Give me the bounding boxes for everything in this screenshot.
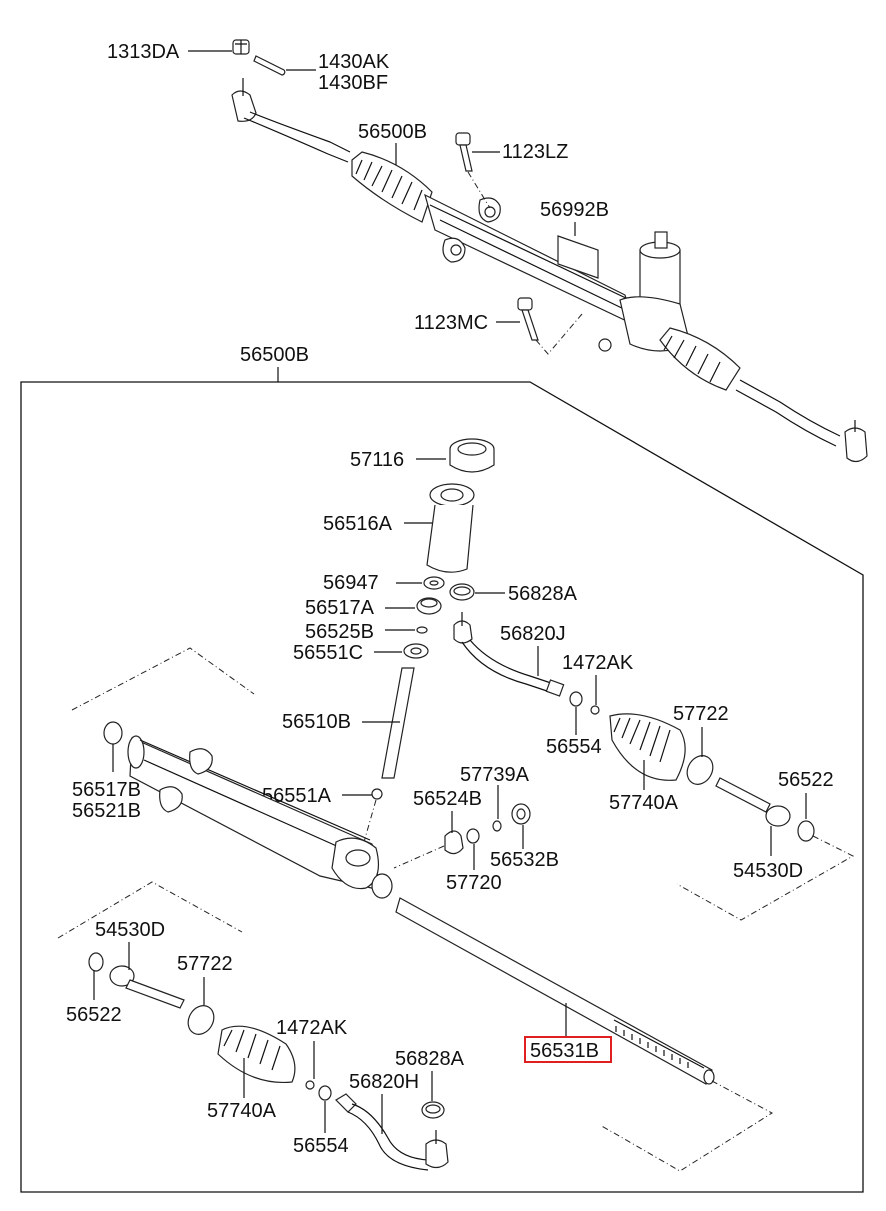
label-56551A: 56551A: [262, 785, 332, 807]
boot-left-top[interactable]: [351, 151, 433, 223]
label-57722-right: 57722: [673, 703, 729, 725]
label-56828A-left: 56828A: [395, 1048, 465, 1070]
label-56500B-frame: 56500B: [240, 344, 309, 366]
part-57116[interactable]: [449, 438, 495, 473]
part-56522-left[interactable]: [88, 952, 104, 972]
part-56554-right[interactable]: [569, 691, 583, 707]
part-56551C[interactable]: [403, 643, 429, 659]
bolt-1123MC[interactable]: [517, 297, 583, 355]
label-56517B: 56517B: [72, 779, 141, 801]
part-56510B[interactable]: [381, 667, 415, 779]
label-56522-right: 56522: [778, 769, 834, 791]
castle-nut-top[interactable]: [232, 39, 250, 55]
bolt-1123LZ[interactable]: [455, 132, 491, 209]
label-1313DA: 1313DA: [107, 41, 180, 63]
part-56524B[interactable]: [444, 830, 464, 855]
label-56522-left: 56522: [66, 1004, 122, 1026]
label-57720: 57720: [446, 872, 502, 894]
part-57739A[interactable]: [492, 820, 502, 832]
label-1430AK: 1430AK: [318, 51, 390, 73]
part-57720[interactable]: [466, 828, 480, 844]
part-56828A-right[interactable]: [449, 583, 475, 601]
label-56510B: 56510B: [282, 711, 351, 733]
part-56554-left[interactable]: [318, 1085, 332, 1101]
part-56522-right[interactable]: [797, 820, 815, 842]
pinion-housing-top[interactable]: [598, 231, 691, 352]
part-56517A[interactable]: [416, 597, 442, 615]
label-56828A-right: 56828A: [508, 583, 578, 605]
part-57722-right[interactable]: [682, 751, 718, 789]
part-56531B[interactable]: [395, 897, 715, 1085]
part-56525B[interactable]: [416, 626, 428, 634]
cotter-pin-top[interactable]: [253, 55, 286, 76]
part-56828A-left[interactable]: [421, 1101, 445, 1119]
label-56525B: 56525B: [305, 621, 374, 643]
assembly-frame: [20, 381, 864, 1193]
label-56532B: 56532B: [490, 849, 559, 871]
label-56551C: 56551C: [293, 642, 363, 664]
label-1123MC: 1123MC: [414, 312, 488, 334]
top-assembly: [231, 39, 868, 463]
label-57116: 57116: [350, 449, 404, 471]
part-56532B[interactable]: [511, 803, 531, 825]
part-56516A[interactable]: [426, 483, 475, 573]
label-56992B: 56992B: [540, 199, 609, 221]
part-rack-housing[interactable]: [127, 735, 393, 899]
label-57739A: 57739A: [460, 764, 530, 786]
label-1430BF: 1430BF: [318, 72, 388, 94]
part-1472AK-right[interactable]: [590, 705, 600, 715]
label-56820J: 56820J: [500, 623, 566, 645]
label-56820H: 56820H: [349, 1071, 419, 1093]
label-1472AK-right: 1472AK: [562, 652, 634, 674]
part-56820J[interactable]: [453, 612, 565, 697]
label-57722-left: 57722: [177, 953, 233, 975]
label-56500B-top: 56500B: [358, 121, 427, 143]
tie-rod-end-right-top[interactable]: [735, 379, 868, 463]
part-56517B[interactable]: [103, 721, 123, 745]
label-56531B[interactable]: 56531B: [530, 1040, 599, 1062]
highlight-box-56531B: [524, 1036, 612, 1063]
label-1123LZ: 1123LZ: [502, 141, 568, 163]
part-57722-left[interactable]: [183, 1001, 219, 1039]
label-57740A-right: 57740A: [609, 792, 679, 814]
tie-rod-end-left-top[interactable]: [231, 78, 351, 163]
part-56947[interactable]: [423, 576, 445, 590]
part-54530D-right[interactable]: [715, 777, 791, 827]
label-1472AK-left: 1472AK: [276, 1017, 348, 1039]
part-57740A-right[interactable]: [609, 713, 686, 781]
label-56521B: 56521B: [72, 800, 141, 822]
label-54530D-right: 54530D: [733, 860, 803, 882]
part-1472AK-left[interactable]: [305, 1080, 315, 1090]
label-plate[interactable]: [557, 235, 599, 279]
boot-right-top[interactable]: [659, 327, 741, 391]
label-54530D-left: 54530D: [95, 919, 165, 941]
part-54530D-left[interactable]: [109, 965, 185, 1009]
label-56554-right: 56554: [546, 736, 602, 758]
part-56820H[interactable]: [335, 1093, 449, 1171]
label-57740A-left: 57740A: [207, 1100, 277, 1122]
label-56516A: 56516A: [323, 513, 393, 535]
label-56524B: 56524B: [413, 788, 482, 810]
label-56947: 56947: [323, 572, 379, 594]
label-56554-left: 56554: [293, 1135, 349, 1157]
part-56551A[interactable]: [371, 788, 383, 800]
label-56517A: 56517A: [305, 597, 375, 619]
